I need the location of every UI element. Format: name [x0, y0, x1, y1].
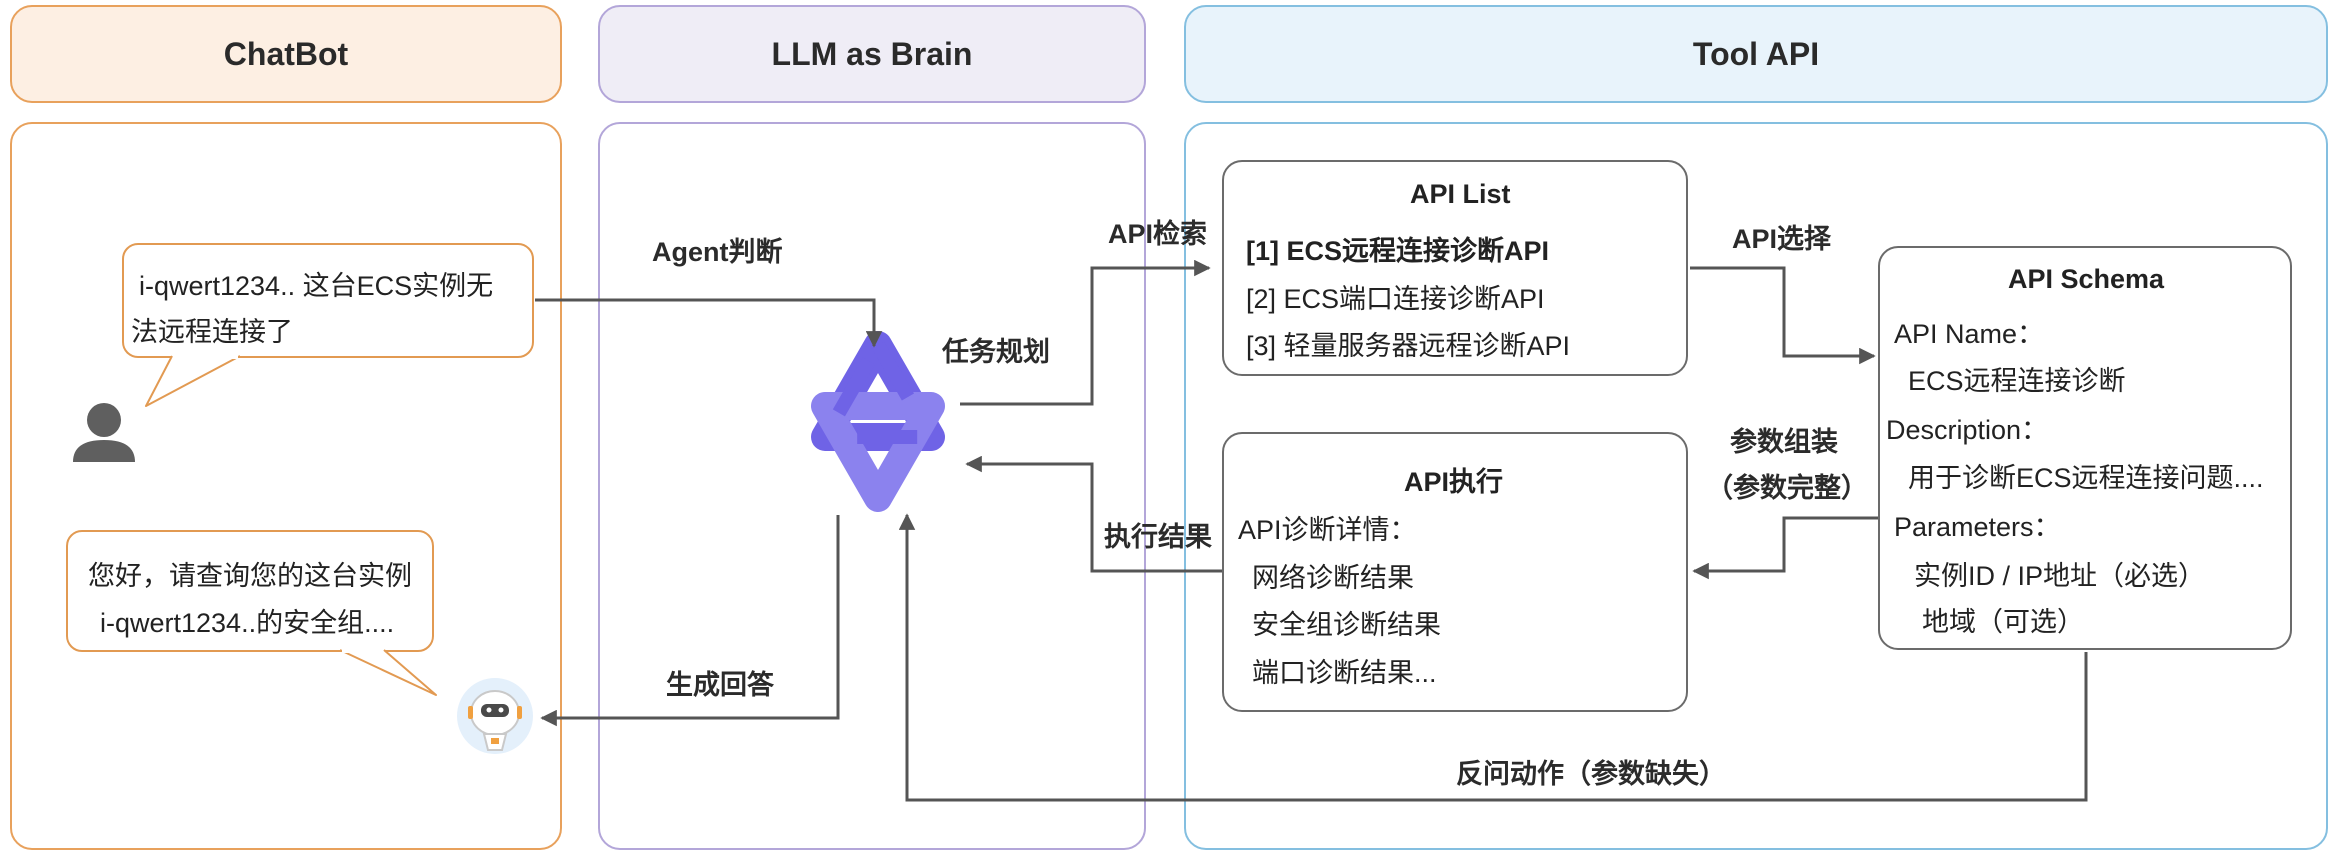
api-exec-detail-label: API诊断详情：: [1238, 515, 1417, 545]
label-param-assemble-1: 参数组装: [1730, 427, 1838, 457]
user-message-line-2: 法远程连接了: [131, 317, 293, 347]
llm-logo-icon: [811, 331, 945, 512]
llm-panel: [598, 122, 1146, 850]
chatbot-header: ChatBot: [10, 5, 562, 103]
arrow-reverse-ask: [898, 513, 2088, 802]
api-schema-title: API Schema: [2008, 264, 2165, 294]
api-exec-title: API执行: [1404, 467, 1504, 497]
api-list-box: [1222, 160, 1688, 376]
label-gen-answer: 生成回答: [666, 670, 774, 700]
label-api-select: API选择: [1732, 224, 1832, 254]
arrow-llm-to-bot: [540, 515, 840, 727]
user-icon: [73, 403, 135, 462]
bot-bubble-tail: [339, 649, 437, 696]
bot-message-bubble: 您好，请查询您的这台实例 i-qwert1234..的安全组....: [66, 530, 434, 652]
chatbot-header-label: ChatBot: [223, 35, 349, 72]
api-schema-name-value: ECS远程连接诊断: [1908, 366, 2126, 396]
api-exec-box: [1222, 432, 1688, 712]
user-bubble-tail: [145, 355, 241, 407]
api-schema-desc-label: Description：: [1886, 415, 2049, 445]
user-message-bubble: i-qwert1234.. 这台ECS实例无 法远程连接了: [122, 243, 534, 358]
llm-header-label: LLM as Brain: [771, 35, 973, 72]
api-schema-param-1: 实例ID / IP地址（必选）: [1914, 561, 2206, 591]
arrow-schema-to-exec: [1692, 516, 1878, 580]
bot-message-line-1: 您好，请查询您的这台实例: [88, 561, 412, 591]
llm-header: LLM as Brain: [598, 5, 1146, 103]
api-schema-param-2: 地域（可选）: [1922, 607, 2084, 637]
tool-header: Tool API: [1184, 5, 2328, 103]
arrow-list-to-schema: [1690, 266, 1876, 365]
label-exec-result: 执行结果: [1104, 522, 1212, 552]
api-list-item-3: [3] 轻量服务器远程诊断API: [1246, 331, 1571, 361]
api-schema-name-label: API Name：: [1894, 319, 2045, 349]
tool-header-label: Tool API: [1692, 35, 1820, 72]
arrow-exec-to-llm: [965, 455, 1222, 573]
api-exec-item-3: 端口诊断结果...: [1252, 658, 1437, 688]
api-list-item-1: [1] ECS远程连接诊断API: [1246, 236, 1550, 266]
api-schema-box: [1878, 246, 2292, 650]
api-exec-item-2: 安全组诊断结果: [1252, 610, 1441, 640]
label-agent-judge: Agent判断: [652, 237, 783, 267]
api-list-title: API List: [1410, 179, 1511, 209]
api-schema-params-label: Parameters：: [1894, 512, 2061, 542]
label-api-search: API检索: [1108, 219, 1208, 249]
api-schema-desc-value: 用于诊断ECS远程连接问题....: [1908, 463, 2264, 493]
bot-message-line-2: i-qwert1234..的安全组....: [100, 608, 395, 638]
bot-avatar-icon: [457, 678, 533, 754]
api-exec-item-1: 网络诊断结果: [1252, 563, 1414, 593]
api-list-item-2: [2] ECS端口连接诊断API: [1246, 284, 1545, 314]
label-param-assemble-2: （参数完整）: [1706, 473, 1868, 503]
label-reverse-ask: 反问动作（参数缺失）: [1456, 759, 1726, 789]
label-task-plan: 任务规划: [942, 337, 1050, 367]
user-message-line-1: i-qwert1234.. 这台ECS实例无: [139, 271, 494, 301]
arrow-plan-to-api-list: [960, 259, 1211, 406]
arrow-user-to-agent: [535, 298, 883, 348]
